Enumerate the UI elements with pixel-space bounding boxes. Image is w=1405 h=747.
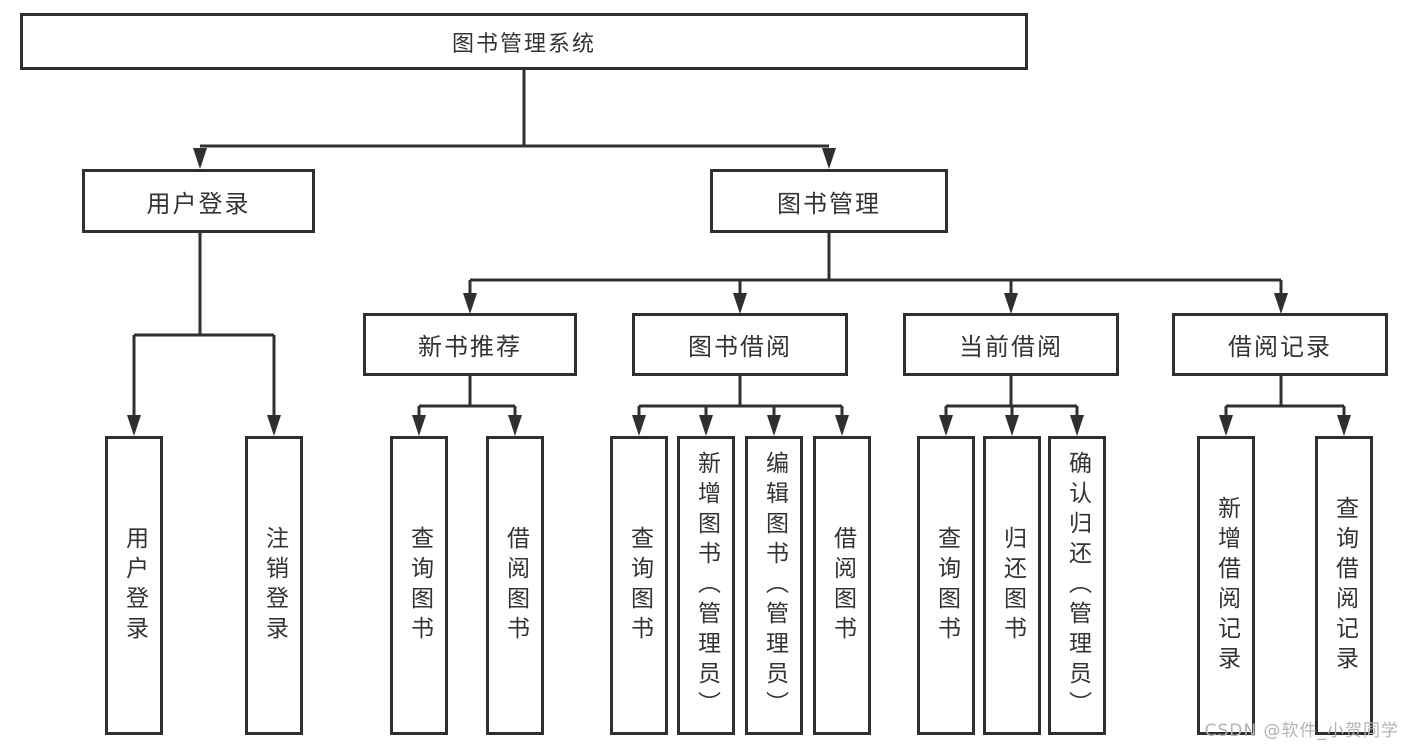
leaf-logout: 注销登录: [245, 436, 303, 735]
leaf-user-login: 用户登录: [105, 436, 163, 735]
leaf-borrow-books-recommend: 借阅图书: [486, 436, 544, 735]
leaf-query-books-borrow: 查询图书: [610, 436, 668, 735]
arrow-down-icon: [1070, 415, 1084, 436]
watermark-text: CSDN @软件_小贺同学: [1204, 721, 1399, 741]
arrow-down-icon: [127, 415, 141, 436]
arrow-down-icon: [939, 415, 953, 436]
node-user-login: 用户登录: [82, 169, 315, 233]
arrow-down-icon: [733, 293, 747, 314]
root-node: 图书管理系统: [20, 13, 1028, 70]
arrow-down-icon: [767, 415, 781, 436]
connector-current-borrow: [939, 376, 1084, 436]
node-current-borrow: 当前借阅: [903, 313, 1119, 376]
leaf-query-books-recommend: 查询图书: [390, 436, 448, 735]
leaf-query-borrow-record: 查询借阅记录: [1315, 436, 1373, 735]
arrow-down-icon: [463, 293, 477, 314]
connector-root: [193, 70, 836, 169]
leaf-add-book-admin: 新增图书（管理员）: [677, 436, 735, 735]
connector-book-borrow: [632, 376, 849, 436]
arrow-down-icon: [412, 415, 426, 436]
arrow-down-icon: [1004, 293, 1018, 314]
leaf-edit-book-admin: 编辑图书（管理员）: [745, 436, 803, 735]
leaf-query-books-current: 查询图书: [917, 436, 975, 735]
node-borrow-records: 借阅记录: [1172, 313, 1388, 376]
leaf-add-borrow-record: 新增借阅记录: [1197, 436, 1255, 735]
arrow-down-icon: [822, 148, 836, 169]
leaf-confirm-return-admin: 确认归还（管理员）: [1048, 436, 1106, 735]
arrow-down-icon: [1219, 415, 1233, 436]
arrow-down-icon: [835, 415, 849, 436]
arrow-down-icon: [193, 148, 207, 169]
node-book-borrow: 图书借阅: [632, 313, 848, 376]
node-new-book-recommend: 新书推荐: [363, 313, 577, 376]
connector-new-book-recommend: [412, 376, 522, 436]
arrow-down-icon: [1337, 415, 1351, 436]
node-book-management: 图书管理: [710, 169, 948, 233]
connector-user-login: [127, 233, 281, 436]
connector-book-management: [463, 233, 1288, 314]
arrow-down-icon: [632, 415, 646, 436]
leaf-return-book: 归还图书: [983, 436, 1041, 735]
leaf-borrow-books: 借阅图书: [813, 436, 871, 735]
arrow-down-icon: [1005, 415, 1019, 436]
arrow-down-icon: [267, 415, 281, 436]
connector-borrow-records: [1219, 376, 1351, 436]
arrow-down-icon: [1274, 293, 1288, 314]
arrow-down-icon: [508, 415, 522, 436]
arrow-down-icon: [699, 415, 713, 436]
